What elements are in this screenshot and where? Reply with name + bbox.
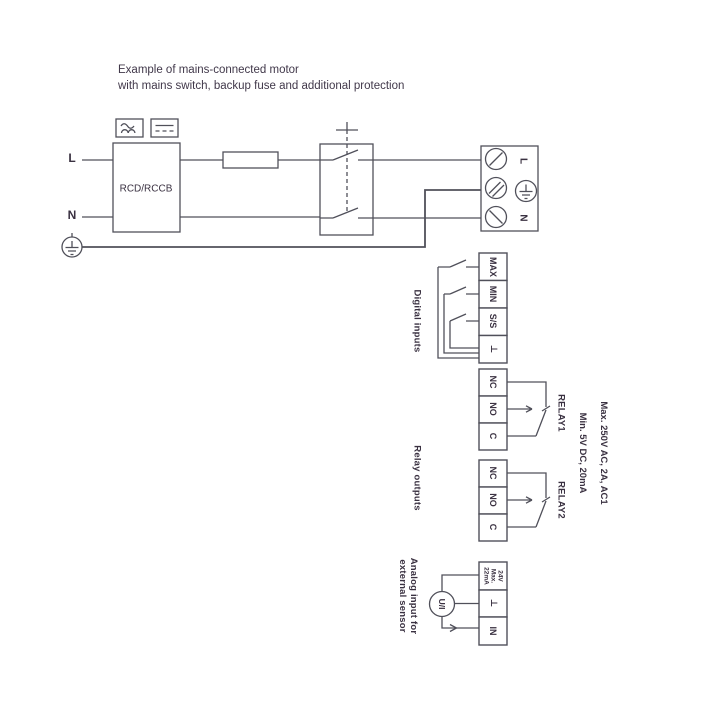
- switch-handle-icon: [336, 122, 358, 131]
- digital-input-terminals: [478, 252, 508, 364]
- relay2-no-arrow: [525, 496, 533, 504]
- relay2-c-label: C: [488, 523, 498, 531]
- backup-fuse: [222, 151, 279, 169]
- rcd-box: [112, 142, 181, 233]
- terminal-analog-ground-label: ⊥: [488, 598, 498, 608]
- sensor-supply-wire: [441, 574, 479, 592]
- relay2-nc-wire: [507, 472, 547, 498]
- digital-inputs-section-label: Digital inputs: [411, 289, 423, 353]
- min-switch: [444, 286, 479, 295]
- motor-supply-wires: [373, 159, 481, 219]
- screw-terminal-icon-n: [484, 205, 508, 229]
- ss-switch: [449, 313, 479, 322]
- terminal-live-label: L: [517, 157, 529, 165]
- relay1-c-label: C: [488, 432, 498, 440]
- relay-ratings-text: Max. 250V AC, 2A, AC1 Min. 5V DC, 20mA: [572, 401, 614, 504]
- relay-rating-min: Min. 5V DC, 20mA: [577, 412, 588, 494]
- relay-rating-max: Max. 250V AC, 2A, AC1: [598, 401, 609, 505]
- relay1-terminals: [478, 368, 508, 451]
- digital-inputs-section: [437, 252, 508, 364]
- relay-outputs-section-label: Relay outputs: [411, 445, 423, 511]
- analog-input-label-line1: Analog input for: [408, 557, 419, 635]
- ss-return-wire: [449, 321, 479, 349]
- neutral-label: N: [67, 208, 77, 222]
- mains-lead-wires: [82, 159, 113, 218]
- relay1-common-blade: [507, 409, 547, 437]
- supply-line3: 22mA: [482, 567, 490, 585]
- sensor-type-label: U/I: [437, 598, 447, 610]
- relay2-section: [478, 459, 551, 542]
- protective-earth-icon: [514, 179, 538, 203]
- analog-terminals: [478, 561, 508, 646]
- diagram-title: Example of mains-connected motor with ma…: [118, 62, 404, 94]
- screw-terminal-icon-l: [484, 147, 508, 171]
- terminal-min-label: MIN: [488, 285, 498, 303]
- relay1-nc-wire: [507, 381, 547, 407]
- relay1-section: [478, 368, 551, 451]
- relay1-no-arrow: [525, 405, 533, 413]
- rcd-section: [82, 118, 181, 233]
- supply-line1: 24V: [496, 570, 504, 582]
- supply-line2: Max.: [489, 568, 497, 584]
- relay2-no-label: NO: [488, 493, 498, 507]
- pulsating-dc-wave: [120, 123, 135, 129]
- relay2-common-blade: [507, 500, 547, 528]
- terminal-common-ground-label: ⊥: [488, 344, 498, 354]
- relay2-label: RELAY2: [555, 481, 567, 519]
- mains-terminal-block: [480, 145, 539, 232]
- mains-switch: [319, 122, 374, 236]
- switch-pole-live: [320, 149, 373, 161]
- min-return-wire: [443, 294, 479, 354]
- diagram-title-line2: with mains switch, backup fuse and addit…: [118, 80, 405, 92]
- screw-terminal-icon-pe: [484, 176, 508, 200]
- terminal-24v-label: 24V Max. 22mA: [483, 567, 504, 585]
- pulsating-dc-humps: [120, 129, 136, 134]
- terminal-ss-label: S/S: [488, 313, 498, 329]
- terminal-max-label: MAX: [488, 257, 498, 277]
- switch-pole-neutral: [320, 207, 373, 219]
- smooth-dc-sensitivity-icon: [150, 118, 179, 138]
- analog-input-label-line2: external sensor: [397, 559, 408, 633]
- relay2-nc-contact-tick: [541, 496, 551, 503]
- live-label: L: [68, 151, 76, 165]
- relay2-terminals: [478, 459, 508, 542]
- sensor-signal-wire: [441, 616, 479, 629]
- pulsating-dc-sensitivity-icon: [115, 118, 144, 138]
- terminal-in-label: IN: [488, 626, 498, 636]
- rcd-box-label: RCD/RCCB: [119, 183, 173, 195]
- signal-direction-arrow: [449, 623, 458, 633]
- relay1-label: RELAY1: [555, 394, 567, 432]
- earth-ground-icon: [61, 233, 83, 258]
- relay2-nc-label: NC: [488, 466, 498, 480]
- analog-input-section-label: Analog input for external sensor: [397, 558, 419, 635]
- terminal-neutral-label: N: [517, 214, 529, 222]
- relay1-no-label: NO: [488, 402, 498, 416]
- max-switch: [438, 259, 479, 268]
- analog-input-section: [428, 561, 508, 646]
- relay1-nc-label: NC: [488, 375, 498, 389]
- max-return-wire: [437, 267, 479, 359]
- diagram-title-line1: Example of mains-connected motor: [118, 64, 299, 76]
- relay1-nc-contact-tick: [541, 405, 551, 412]
